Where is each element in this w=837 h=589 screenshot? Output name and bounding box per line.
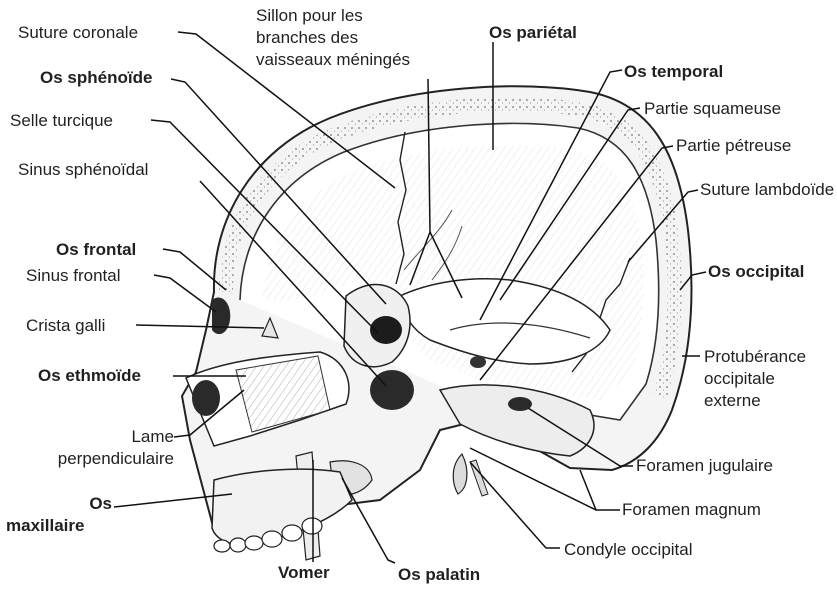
- label-os-temporal: Os temporal: [624, 62, 723, 81]
- label-partie-squameuse: Partie squameuse: [644, 99, 781, 118]
- label-selle-turcique: Selle turcique: [10, 111, 113, 130]
- label-os-ethmoide: Os ethmoïde: [38, 366, 141, 385]
- label-protuberance-line-1: Protubérance: [704, 347, 806, 366]
- label-partie-petreuse: Partie pétreuse: [676, 136, 791, 155]
- label-sillon-line-1: Sillon pour les: [256, 6, 363, 25]
- label-os-maxillaire-line-1: Os: [40, 494, 112, 513]
- label-os-occipital: Os occipital: [708, 262, 804, 281]
- label-os-palatin: Os palatin: [398, 565, 480, 584]
- label-crista-galli: Crista galli: [26, 316, 105, 335]
- hypoglossal-hole: [470, 356, 486, 368]
- label-lame-line-1: Lame: [40, 427, 174, 446]
- label-protuberance-line-3: externe: [704, 391, 761, 410]
- label-os-frontal: Os frontal: [56, 240, 136, 259]
- label-sinus-sphenoidal: Sinus sphénoïdal: [18, 160, 148, 179]
- label-protuberance-line-2: occipitale: [704, 369, 775, 388]
- label-condyle-occipital: Condyle occipital: [564, 540, 693, 559]
- label-suture-lambdoide: Suture lambdoïde: [700, 180, 834, 199]
- label-os-maxillaire-line-2: maxillaire: [6, 516, 84, 535]
- leader-sinus-frontal: [154, 275, 216, 312]
- leader-condyle: [470, 462, 560, 548]
- label-sillon-line-2: branches des: [256, 28, 358, 47]
- label-vomer: Vomer: [278, 563, 330, 582]
- occipital-condyle: [453, 454, 467, 494]
- label-sinus-frontal: Sinus frontal: [26, 266, 121, 285]
- label-suture-coronale: Suture coronale: [18, 23, 138, 42]
- label-os-parietal: Os pariétal: [489, 23, 577, 42]
- label-os-sphenoide: Os sphénoïde: [40, 68, 152, 87]
- label-foramen-magnum: Foramen magnum: [622, 500, 761, 519]
- leader-foramen-magnum-a: [580, 470, 620, 510]
- nasal-opening: [192, 380, 220, 416]
- label-foramen-jugulaire: Foramen jugulaire: [636, 456, 773, 475]
- label-lame-line-2: perpendiculaire: [40, 449, 174, 468]
- label-sillon-line-3: vaisseaux méningés: [256, 50, 410, 69]
